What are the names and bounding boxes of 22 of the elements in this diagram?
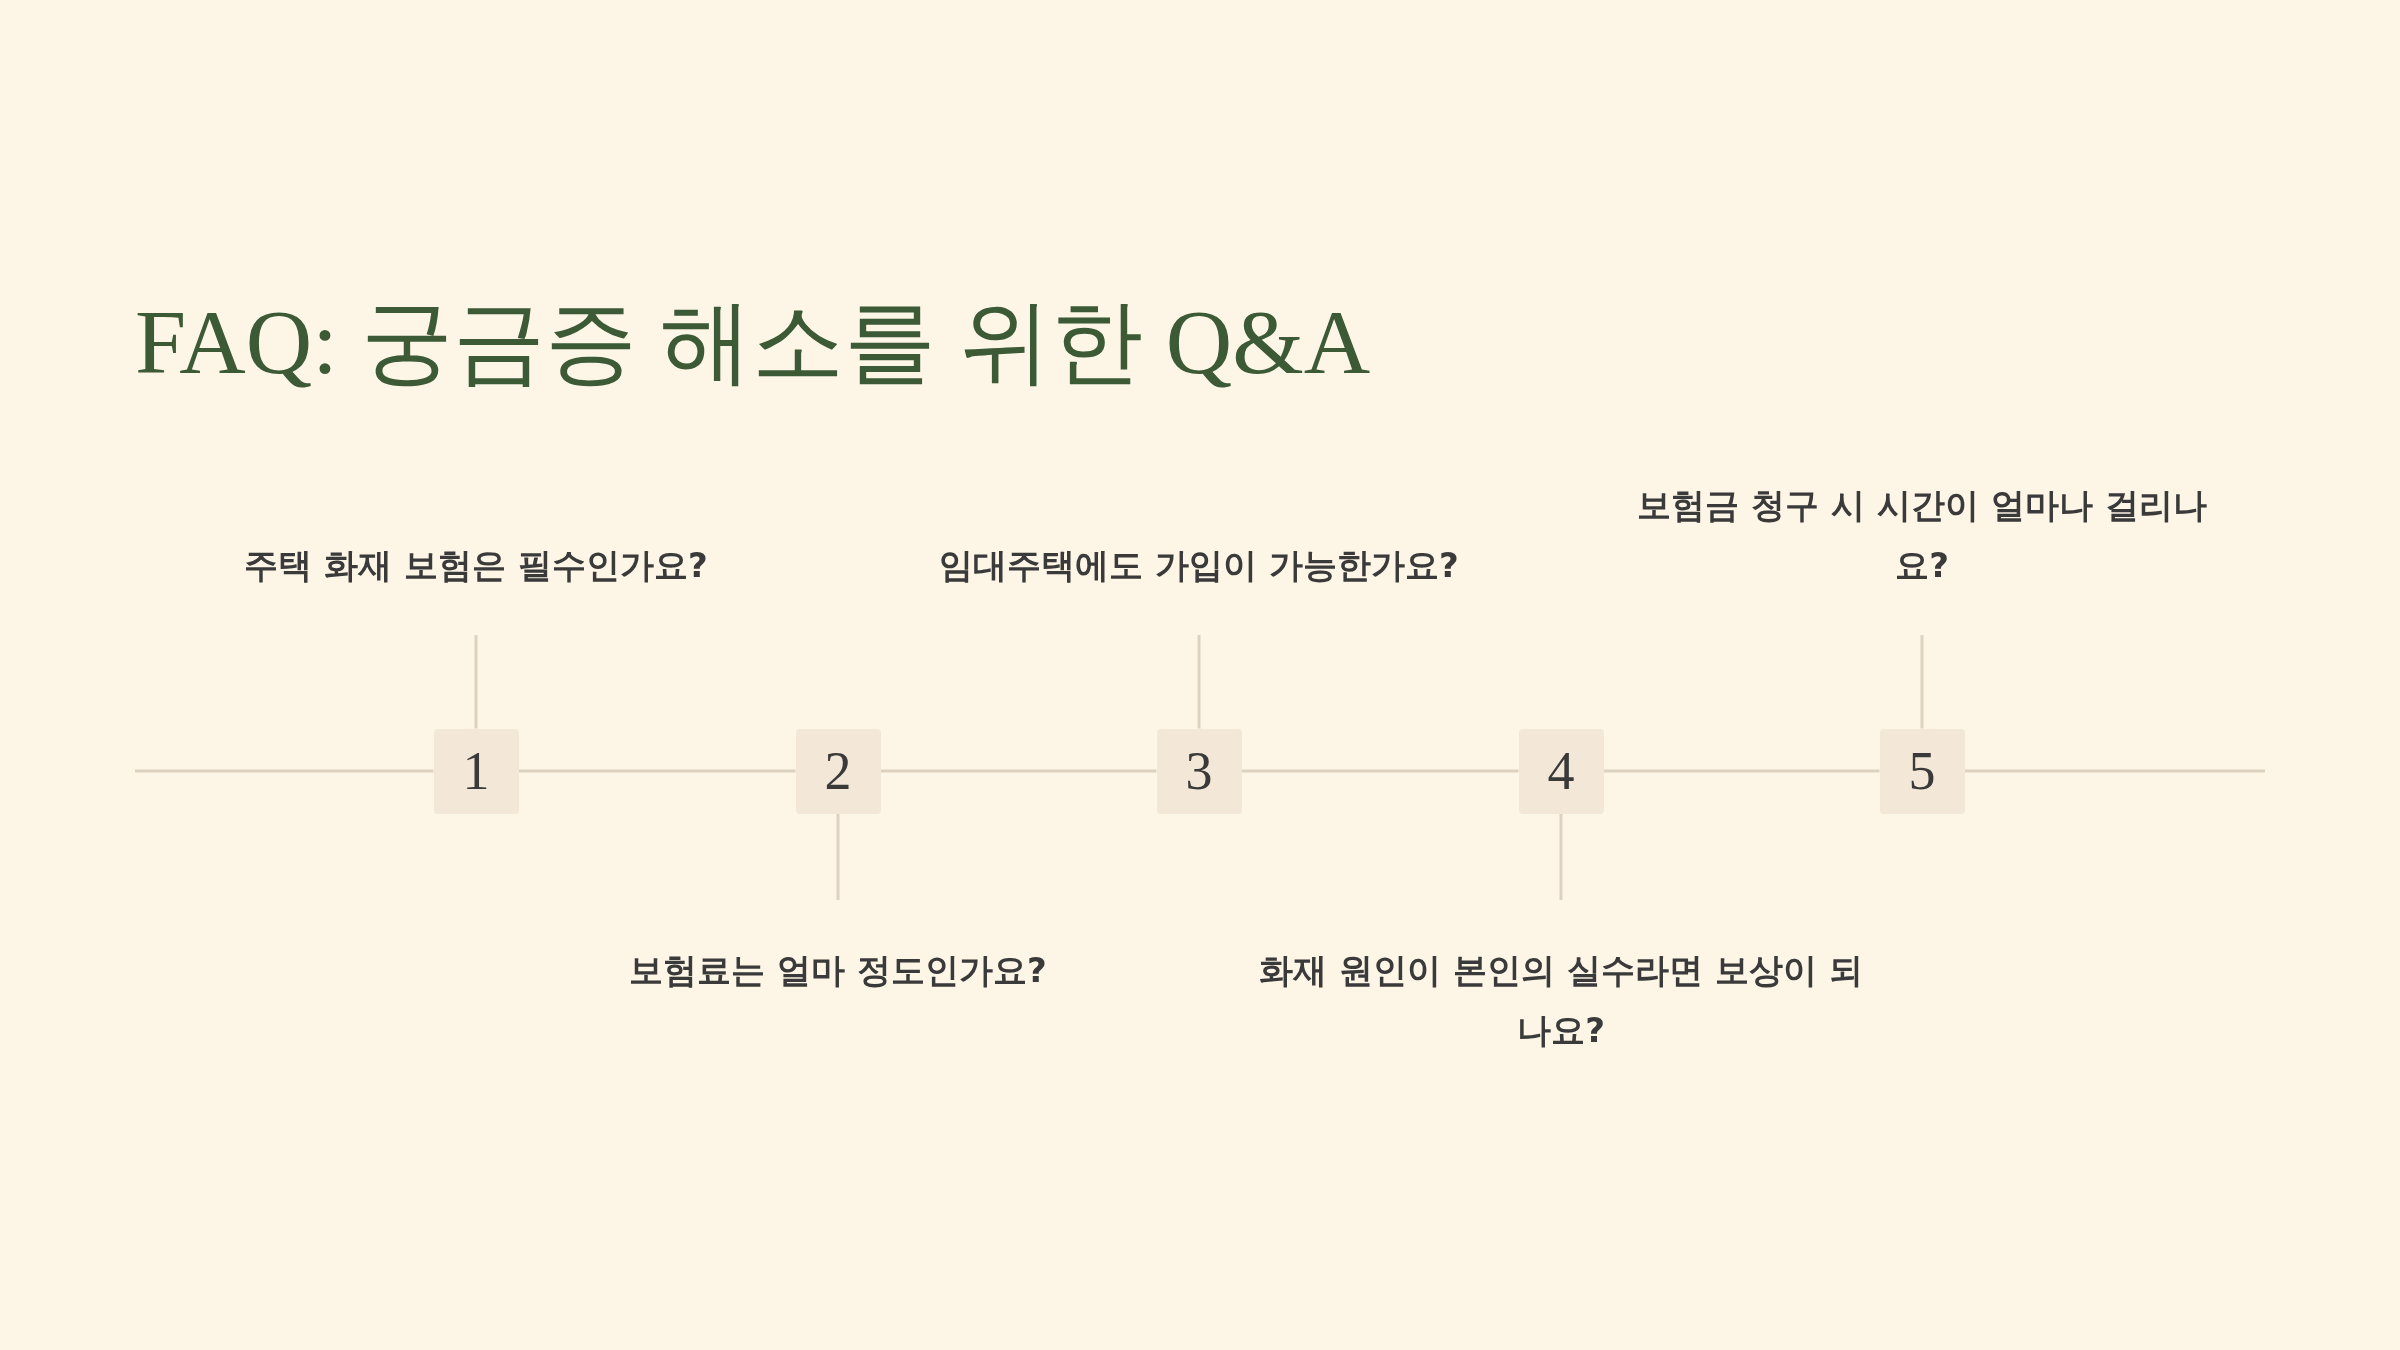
timeline-line — [135, 769, 434, 773]
timeline-line — [1241, 769, 1519, 773]
leader-line — [1197, 635, 1201, 729]
timeline-line — [1964, 769, 2265, 773]
question-text: 보험금 청구 시 시간이 얼마나 걸리나요? — [1612, 475, 2232, 595]
step-number: 3 — [1156, 728, 1242, 814]
leader-line — [474, 635, 478, 729]
title: FAQ: 궁금증 해소를 위한 Q&A — [135, 290, 1371, 395]
question-text: 임대주택에도 가입이 가능한가요? — [889, 535, 1509, 595]
leader-line — [1559, 813, 1563, 900]
timeline-line — [1603, 769, 1880, 773]
question-text: 화재 원인이 본인의 실수라면 보상이 되나요? — [1251, 940, 1871, 1060]
step-number: 5 — [1879, 728, 1965, 814]
question-text: 보험료는 얼마 정도인가요? — [528, 940, 1148, 1000]
timeline-line — [518, 769, 796, 773]
step-number: 2 — [795, 728, 881, 814]
question-text: 주택 화재 보험은 필수인가요? — [166, 535, 786, 595]
step-number: 4 — [1518, 728, 1604, 814]
step-number: 1 — [433, 728, 519, 814]
leader-line — [836, 813, 840, 900]
timeline-line — [880, 769, 1157, 773]
leader-line — [1920, 635, 1924, 729]
